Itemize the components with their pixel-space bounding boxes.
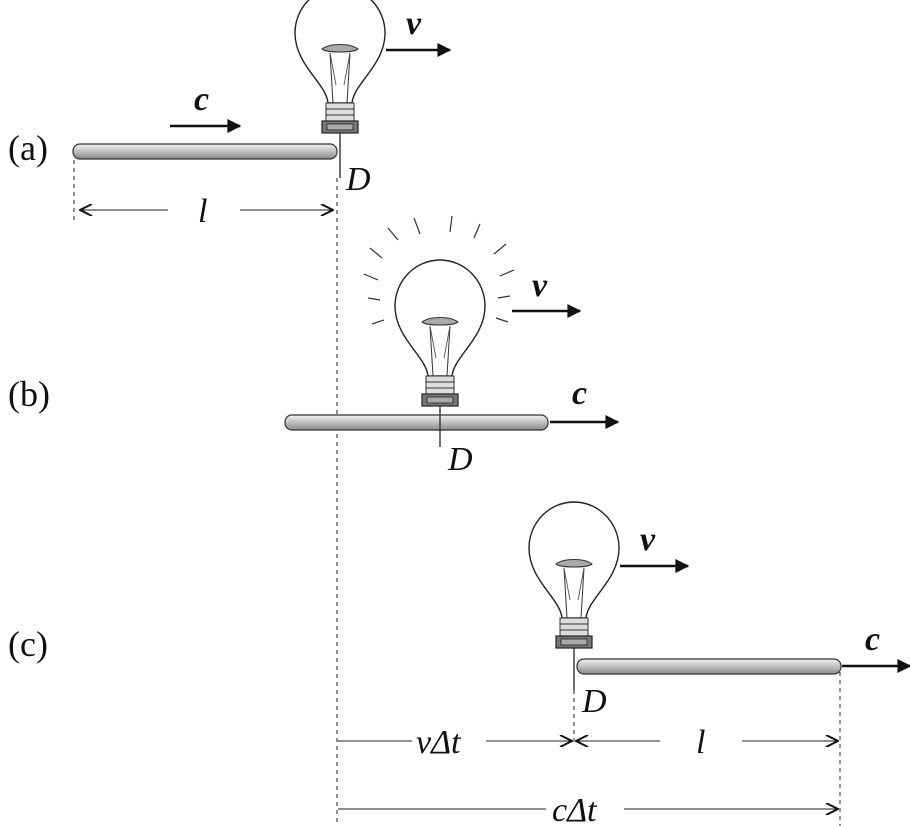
rod-velocity-label-a: c bbox=[194, 81, 209, 118]
rod-b bbox=[284, 414, 549, 431]
panel-label-b: (b) bbox=[8, 374, 50, 414]
detector-label-b: D bbox=[447, 441, 473, 478]
panel-label-a: (a) bbox=[8, 128, 48, 168]
rod-a bbox=[72, 143, 338, 160]
glowing-light-bulb-icon bbox=[363, 215, 515, 407]
panel-a: c v D l bbox=[72, 0, 452, 230]
dimensions: vΔt l cΔt bbox=[338, 724, 838, 826]
bulb-velocity-label-c: v bbox=[640, 521, 656, 558]
detector-label-c: D bbox=[581, 683, 607, 720]
panel-c: c v D bbox=[528, 501, 910, 720]
bulb-travel-label: vΔt bbox=[416, 724, 462, 761]
bulb-velocity-label-b: v bbox=[532, 267, 548, 304]
rod-travel-label: cΔt bbox=[552, 792, 598, 826]
bulb-velocity-label-a: v bbox=[406, 5, 422, 42]
rod-velocity-label-b: c bbox=[572, 375, 587, 412]
detector-label-a: D bbox=[345, 161, 371, 198]
rod-velocity-label-c: c bbox=[865, 621, 880, 658]
rod-c bbox=[576, 658, 842, 675]
panel-label-c: (c) bbox=[8, 624, 48, 664]
light-bulb-icon bbox=[294, 0, 386, 134]
light-rays bbox=[363, 215, 515, 325]
rod-length-label: l bbox=[696, 724, 705, 761]
length-label-a: l bbox=[198, 193, 207, 230]
panel-b: c v D bbox=[284, 215, 620, 478]
light-bulb-icon bbox=[528, 501, 620, 649]
